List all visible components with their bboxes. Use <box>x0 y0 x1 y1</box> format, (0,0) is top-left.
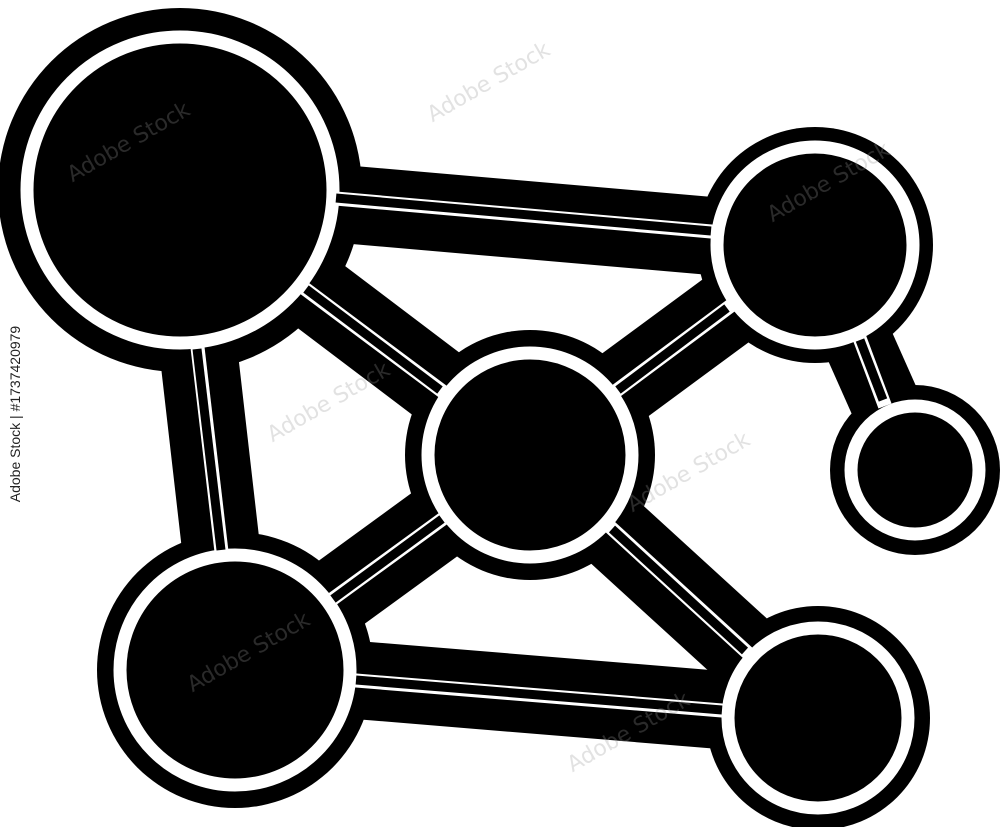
icon-inner-links <box>192 193 888 715</box>
icon-silhouette <box>0 8 1000 827</box>
stock-id-text: Adobe Stock | #173742097​9 <box>7 325 24 502</box>
stock-id-label: Adobe Stock | #173742097​9 <box>4 0 26 827</box>
icon-white-outline <box>20 30 986 815</box>
